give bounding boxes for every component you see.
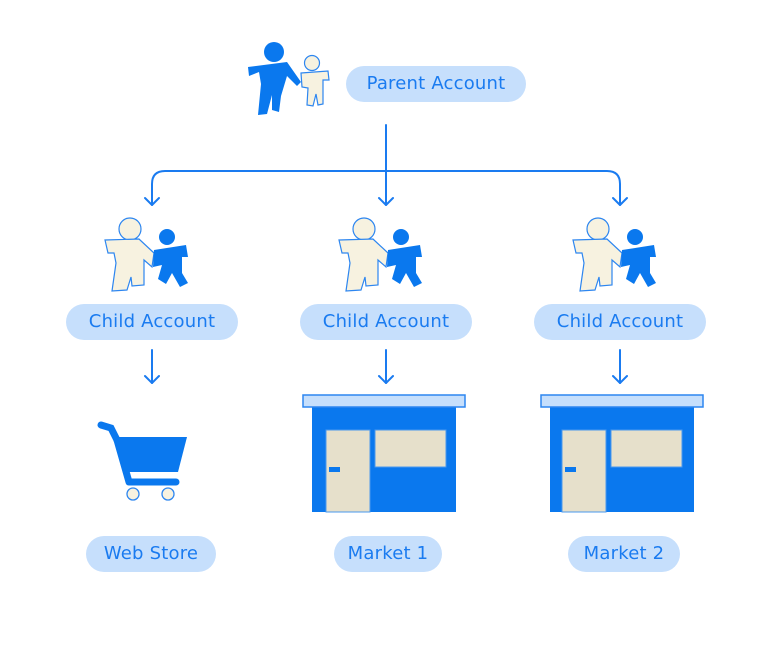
storefront-icon (540, 394, 704, 513)
people-icon (572, 217, 656, 292)
child-account-label-2: Child Account (300, 304, 472, 340)
connector-bus (151, 170, 621, 206)
parent-account-label: Parent Account (346, 66, 526, 102)
market-1-label: Market 1 (334, 536, 442, 572)
arrowhead-child-3 (612, 197, 628, 206)
arrowhead-target-3 (612, 375, 628, 384)
child-account-label-1: Child Account (66, 304, 238, 340)
people-icon (248, 42, 330, 115)
arrowhead-child-2 (378, 197, 394, 206)
child-account-label-3: Child Account (534, 304, 706, 340)
people-icon (338, 217, 422, 292)
web-store-label: Web Store (86, 536, 216, 572)
arrowhead-target-2 (378, 375, 394, 384)
storefront-icon (302, 394, 466, 513)
people-icon (104, 217, 188, 292)
arrowhead-child-1 (144, 197, 160, 206)
market-2-label: Market 2 (568, 536, 680, 572)
shopping-cart-icon (97, 421, 187, 501)
arrowhead-target-1 (144, 375, 160, 384)
